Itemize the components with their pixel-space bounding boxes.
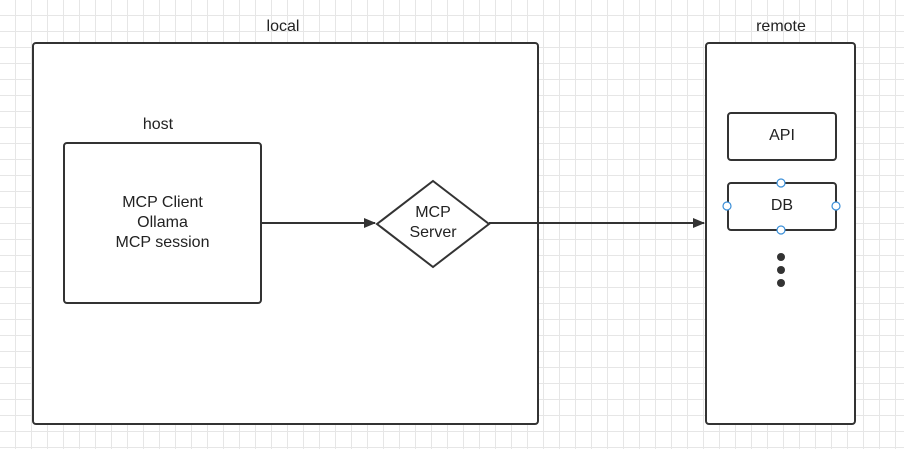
db-label: DB bbox=[770, 197, 794, 214]
ellipsis-dot-1 bbox=[777, 253, 785, 261]
remote-label: remote bbox=[756, 18, 806, 35]
ellipsis-dot-3 bbox=[777, 279, 785, 287]
host-label: host bbox=[142, 116, 174, 133]
host-line-client: MCP Client bbox=[122, 194, 203, 211]
host-line-ollama: Ollama bbox=[137, 214, 188, 231]
server-line-mcp: MCP bbox=[415, 204, 451, 221]
db-handle-bottom[interactable] bbox=[776, 225, 786, 235]
db-handle-left[interactable] bbox=[722, 201, 732, 211]
db-handle-top[interactable] bbox=[776, 178, 786, 188]
host-text: MCP Client Ollama MCP session bbox=[64, 193, 261, 253]
server-text: MCP Server bbox=[393, 203, 473, 243]
local-container[interactable] bbox=[32, 42, 539, 425]
api-label: API bbox=[769, 127, 795, 144]
local-label: local bbox=[266, 18, 300, 35]
db-handle-right[interactable] bbox=[831, 201, 841, 211]
server-line-server: Server bbox=[409, 224, 457, 241]
mcp-server-diamond[interactable] bbox=[375, 179, 491, 269]
ellipsis-dot-2 bbox=[777, 266, 785, 274]
host-line-session: MCP session bbox=[115, 234, 210, 251]
api-box[interactable] bbox=[727, 112, 837, 161]
